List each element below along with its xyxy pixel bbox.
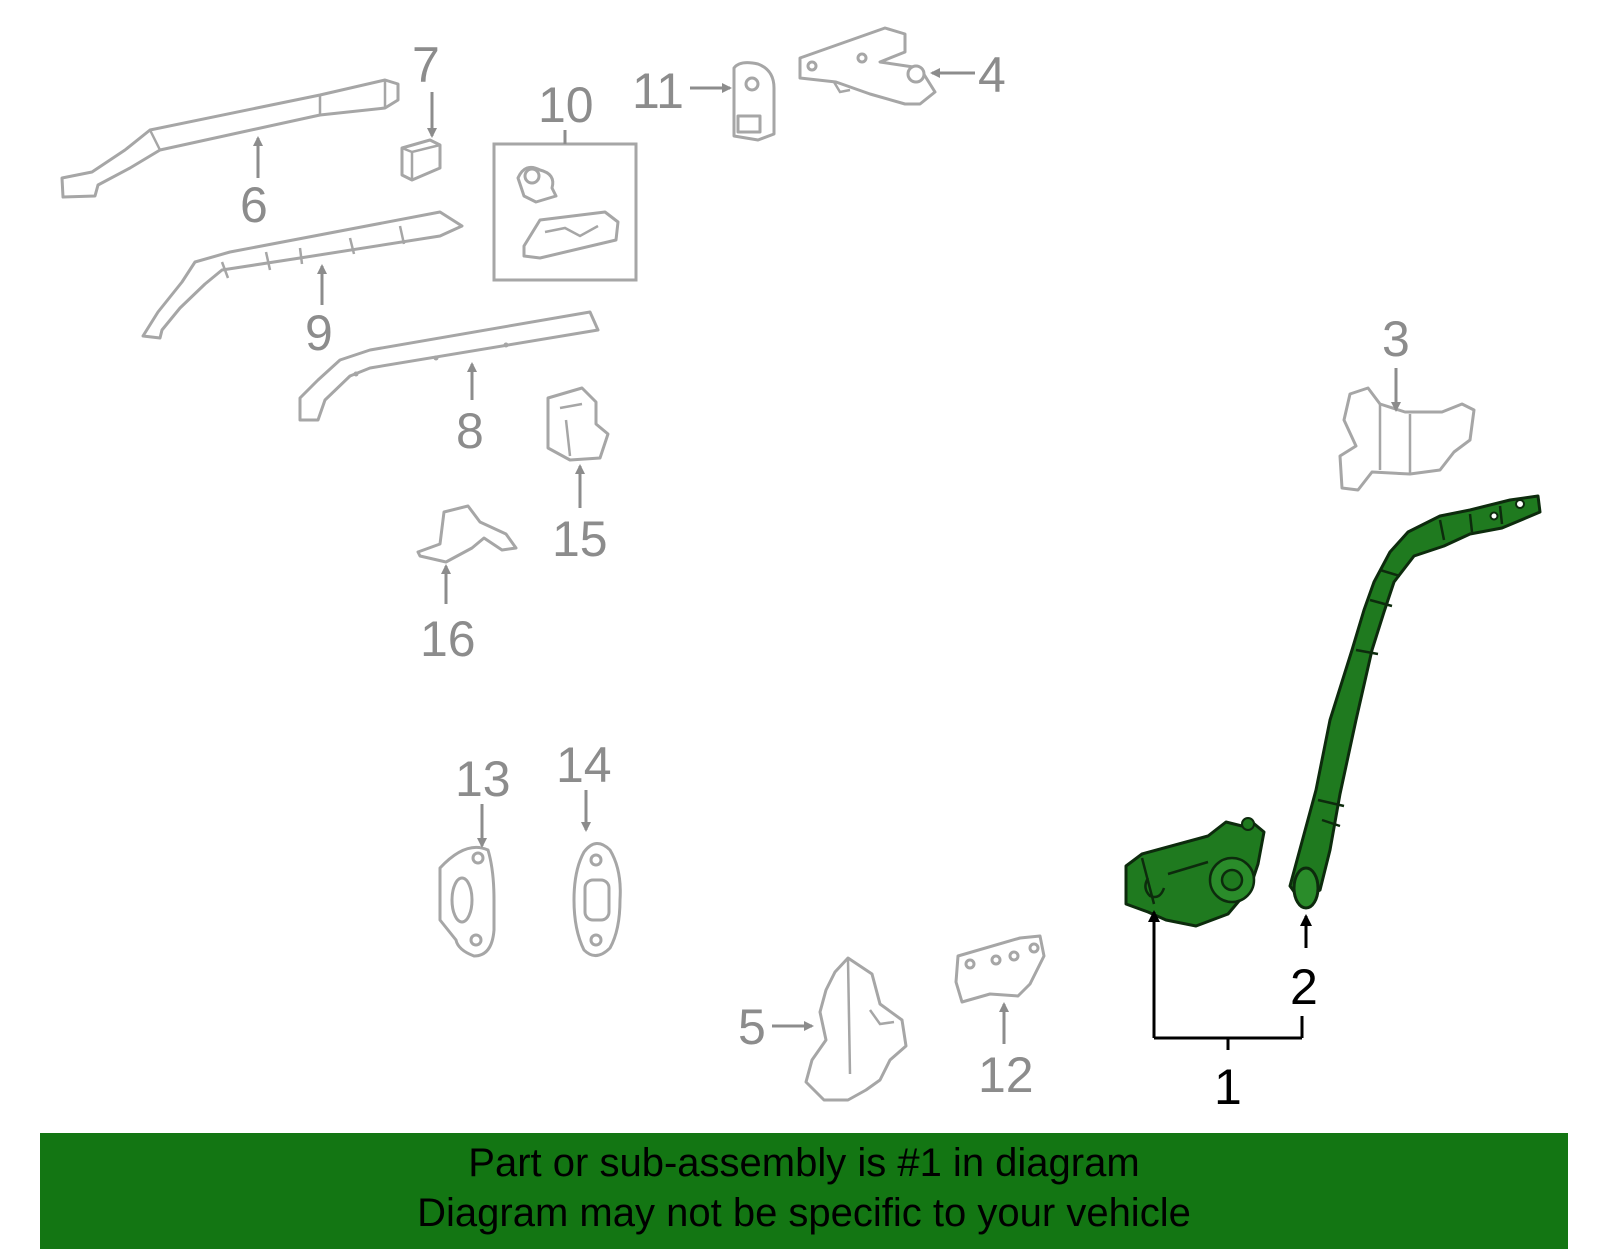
svg-text:9: 9 (305, 305, 333, 361)
svg-text:10: 10 (538, 77, 594, 133)
callout-11: 11 (632, 63, 732, 119)
part-8-rail (298, 310, 600, 422)
part-14-gasket (572, 842, 622, 957)
callout-9: 9 (305, 264, 333, 361)
part-9-rail (141, 210, 464, 340)
part-3-bracket (1338, 386, 1476, 492)
part-10-kit (492, 142, 638, 282)
part-4-bracket (798, 26, 937, 106)
part-5-latch (804, 956, 908, 1102)
part-12-plate (954, 934, 1046, 1004)
svg-text:16: 16 (420, 611, 476, 667)
svg-text:1: 1 (1214, 1059, 1242, 1115)
svg-text:5: 5 (738, 999, 766, 1055)
callout-10: 10 (538, 77, 594, 144)
svg-text:14: 14 (556, 737, 612, 793)
svg-text:8: 8 (456, 403, 484, 459)
callout-8: 8 (456, 362, 484, 459)
callout-12: 12 (978, 1002, 1034, 1103)
callout-6: 6 (240, 136, 268, 233)
part-7-block (400, 138, 442, 182)
callout-2: 2 (1290, 914, 1318, 1015)
callout-15: 15 (552, 464, 608, 567)
callout-5: 5 (738, 999, 814, 1055)
callout-7: 7 (412, 37, 440, 138)
part-13-gasket (438, 845, 496, 958)
callout-16: 16 (420, 564, 476, 667)
part-1-power-door-assembly (1124, 494, 1542, 928)
part-15-bracket (546, 386, 610, 462)
callout-3: 3 (1382, 311, 1410, 412)
svg-text:7: 7 (412, 37, 440, 93)
svg-text:13: 13 (455, 751, 511, 807)
svg-text:4: 4 (978, 47, 1006, 103)
info-banner: Part or sub-assembly is #1 in diagram Di… (40, 1133, 1568, 1249)
banner-line-1: Part or sub-assembly is #1 in diagram (468, 1141, 1140, 1185)
part-16-plate (416, 504, 518, 564)
svg-text:12: 12 (978, 1047, 1034, 1103)
callout-14: 14 (556, 737, 612, 832)
svg-text:2: 2 (1290, 959, 1318, 1015)
svg-text:3: 3 (1382, 311, 1410, 367)
svg-text:15: 15 (552, 511, 608, 567)
callout-4: 4 (930, 47, 1006, 103)
banner-line-2: Diagram may not be specific to your vehi… (417, 1191, 1191, 1235)
svg-text:6: 6 (240, 177, 268, 233)
part-11-hinge (732, 61, 776, 142)
svg-text:11: 11 (632, 63, 684, 119)
callout-13: 13 (455, 751, 511, 848)
callout-1: 1 (1148, 910, 1304, 1115)
part-6-upper-rail (60, 78, 400, 199)
